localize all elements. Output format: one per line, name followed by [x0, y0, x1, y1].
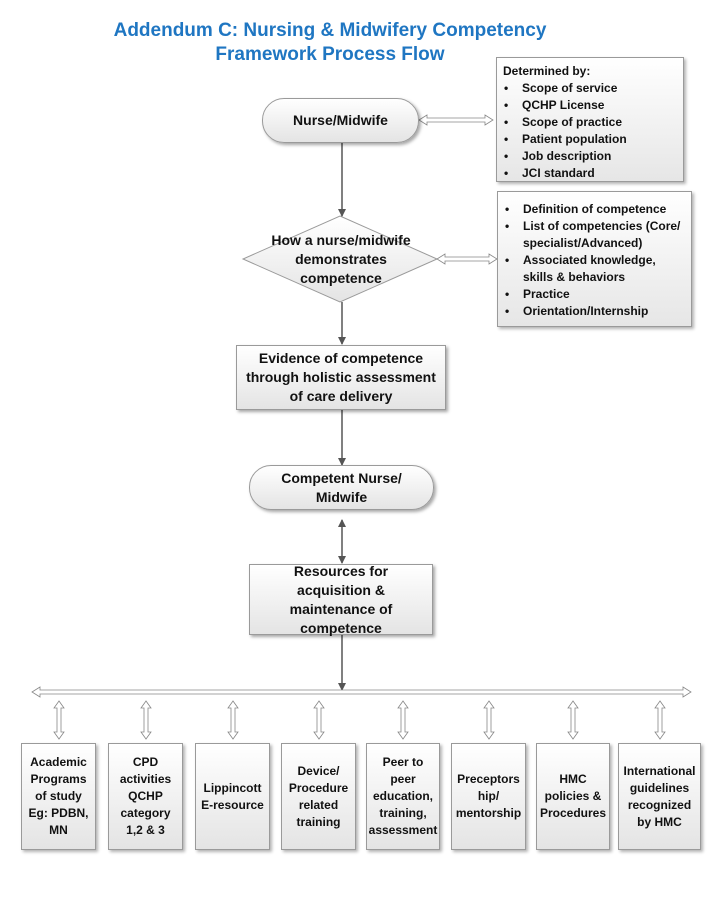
resource-double-arrow: [397, 700, 409, 740]
resource-hmc-policies: HMC policies & Procedures: [536, 743, 610, 850]
resource-double-arrow: [654, 700, 666, 740]
resource-academic-programs: Academic Programs of study Eg: PDBN, MN: [21, 743, 96, 850]
page-title: Addendum C: Nursing & Midwifery Competen…: [113, 20, 547, 41]
distribution-bar: [31, 686, 692, 698]
resource-double-arrow: [53, 700, 65, 740]
resource-cpd-activities: CPD activities QCHP category 1,2 & 3: [108, 743, 183, 850]
note-determined-item: JCI standard: [504, 165, 677, 182]
double-arrow-determined: [418, 114, 494, 126]
node-evidence: Evidence of competence through holistic …: [236, 345, 446, 410]
resource-connectors: [53, 700, 666, 740]
note-definition-item: List of competencies (Core/ specialist/A…: [505, 218, 685, 252]
resource-double-arrow: [483, 700, 495, 740]
node-nurse-midwife: Nurse/Midwife: [262, 98, 419, 143]
note-definition-item: Definition of competence: [505, 201, 685, 218]
resource-double-arrow: [227, 700, 239, 740]
node-resources: Resources for acquisition & maintenance …: [249, 563, 433, 636]
note-determined-item: Patient population: [504, 131, 677, 148]
note-determined-item: Scope of service: [504, 80, 677, 97]
note-determined-item: Scope of practice: [504, 114, 677, 131]
node-demonstrate-competence: How a nurse/midwife demonstrates compete…: [271, 232, 411, 286]
note-determined-item: QCHP License: [504, 97, 677, 114]
double-arrow-definition: [436, 253, 498, 265]
note-determined-by: Determined by: Scope of service QCHP Lic…: [496, 57, 684, 182]
resource-preceptorship: Preceptors hip/ mentorship: [451, 743, 526, 850]
resource-double-arrow: [313, 700, 325, 740]
resource-device-training: Device/ Procedure related training: [281, 743, 356, 850]
note-definition-item: Practice: [505, 286, 685, 303]
note-determined-item: Job description: [504, 148, 677, 165]
note-definition-item: Associated knowledge, skills & behaviors: [505, 252, 685, 286]
decision-diamond: [241, 215, 439, 303]
note-determined-heading: Determined by:: [503, 64, 591, 78]
note-definition: Definition of competence List of compete…: [497, 191, 692, 327]
resource-double-arrow: [567, 700, 579, 740]
resource-double-arrow: [140, 700, 152, 740]
resource-peer-education: Peer to peer education, training, assess…: [366, 743, 440, 850]
resource-lippincott: Lippincott E-resource: [195, 743, 270, 850]
resource-international-guidelines: International guidelines recognized by H…: [618, 743, 701, 850]
node-competent: Competent Nurse/ Midwife: [249, 465, 434, 510]
note-definition-item: Orientation/Internship: [505, 303, 685, 320]
page-subtitle: Framework Process Flow: [215, 44, 445, 65]
